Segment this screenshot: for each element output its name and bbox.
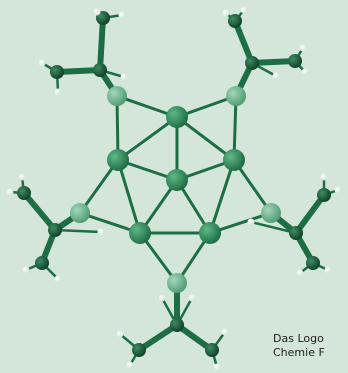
methyl-bond [136,322,180,353]
carbon-atom [35,256,49,270]
hydrogen-atom [120,73,128,81]
caption-line-1: Das Logo [273,332,324,345]
carbon-atom [306,256,320,270]
atom-layer [6,6,342,371]
carbon-atom [205,343,219,357]
hydrogen-atom [221,328,229,336]
hydrogen-atom [222,9,230,17]
hydrogen-atom [324,266,332,274]
substituent-atom [167,273,187,293]
core-bond [208,158,236,235]
hydrogen-atom [301,68,309,76]
hydrogen-atom [93,8,101,16]
hydrogen-atom [18,173,26,181]
hydrogen-atom [320,173,328,181]
carbon-atom [289,226,303,240]
hydrogen-atom [118,11,126,19]
carbon-atom [288,54,302,68]
substituent-atom [261,203,281,223]
substituent-atom [226,86,246,106]
hydrogen-atom [272,72,280,80]
hydrogen-atom [240,6,248,14]
methyl-bond [174,322,215,353]
hydrogen-atom [188,294,196,302]
hydrogen-atom [247,218,255,226]
carbon-atom [317,188,331,202]
core-atom [129,222,151,244]
hydrogen-atom [299,44,307,52]
substituent-atom [107,86,127,106]
hydrogen-atom [97,228,105,236]
methyl-bond [232,18,255,66]
hydrogen-atom [158,294,166,302]
carbon-atom [170,318,184,332]
carbon-atom [132,343,146,357]
carbon-atom [17,186,31,200]
core-atom [166,106,188,128]
hydrogen-atom [116,330,124,338]
methyl-bond [54,67,103,75]
hydrogen-atom [22,266,30,274]
hydrogen-atom [126,361,134,369]
carbon-atom [50,65,64,79]
carbon-atom [245,56,259,70]
methyl-bond [249,58,298,66]
methyl-bond [293,192,327,236]
core-bond [175,115,236,162]
core-bond [116,115,179,162]
core-atom [166,169,188,191]
figure-caption: Das Logo Chemie F [273,332,348,360]
carbon-atom [93,63,107,77]
carbon-atom [96,11,110,25]
hydrogen-atom [54,88,62,96]
carbon-atom [48,223,62,237]
core-bond [116,158,142,235]
hydrogen-atom [6,188,14,196]
hydrogen-atom [296,269,304,277]
methyl-bond [21,190,58,233]
hydrogen-bond [53,228,103,234]
hydrogen-atom [38,59,46,67]
hydrogen-bond [249,220,298,235]
caption-line-2: Chemie F [273,346,325,359]
hydrogen-atom [213,363,221,371]
core-atom [223,149,245,171]
substituent-atom [70,203,90,223]
carbon-atom [228,14,242,28]
hydrogen-atom [54,275,62,283]
core-atom [107,149,129,171]
hydrogen-atom [334,186,342,194]
methyl-bond [97,15,106,73]
core-atom [199,222,221,244]
